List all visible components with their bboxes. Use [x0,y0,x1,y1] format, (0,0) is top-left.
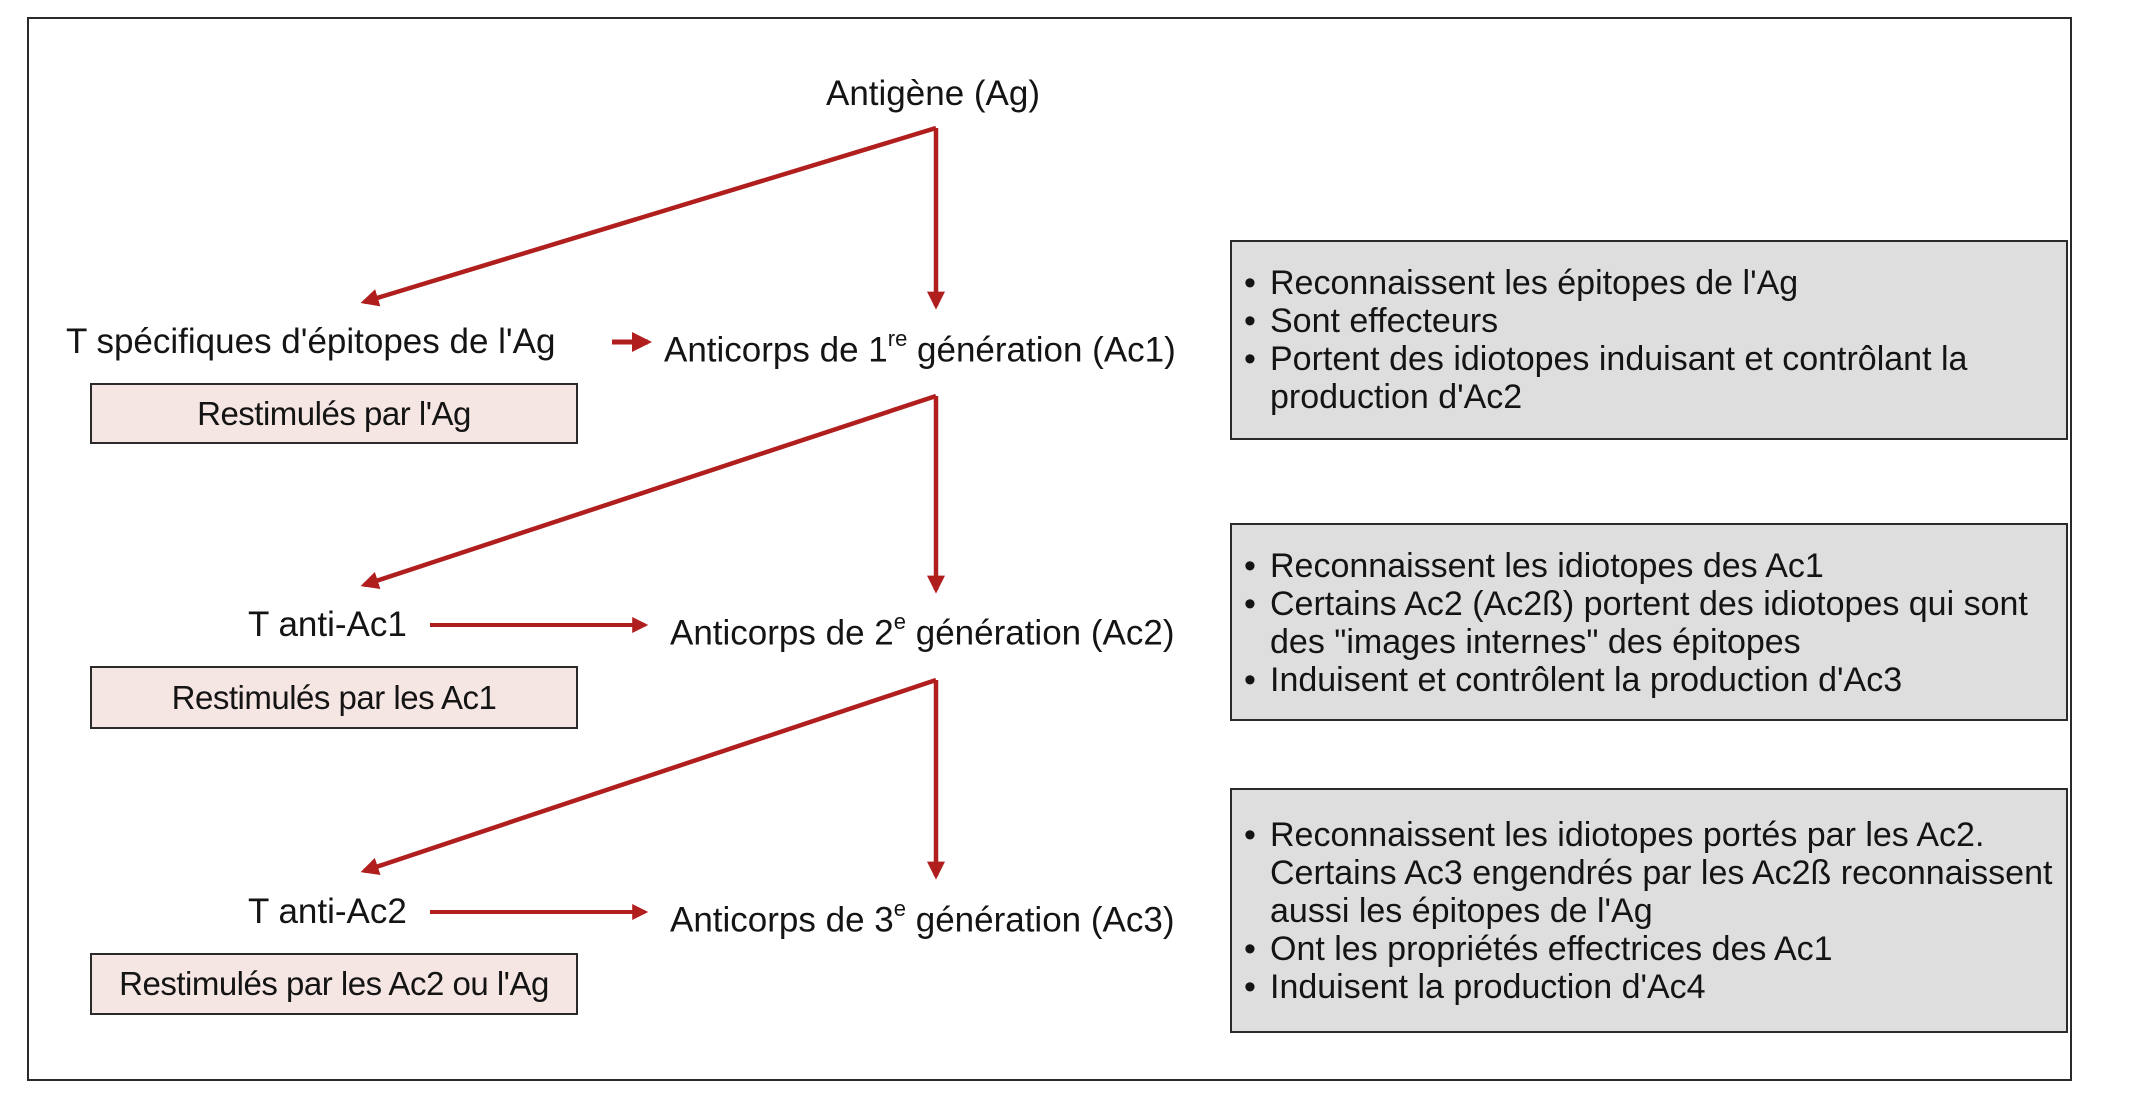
diagram-frame [27,17,2072,1081]
note-item: •Ont les propriétés effectrices des Ac1 [1244,930,1833,968]
arrow-ac2-to-t-anti-ac2 [360,677,937,875]
ac3-label-prefix: Anticorps de 3 [670,900,894,940]
notes-box-ac1: •Reconnaissent les épitopes de l'Ag •Son… [1230,240,2068,440]
antigen-label: Antigène (Ag) [826,74,1041,113]
note-item: •Sont effecteurs [1244,302,1499,340]
notes-box-ac2: •Reconnaissent les idiotopes des Ac1 •Ce… [1230,523,2068,721]
ac3-label: Anticorps de 3e génération (Ac3) [670,892,1174,941]
ac2-label-prefix: Anticorps de 2 [670,613,894,653]
arrow-ag-to-t-specific [360,125,937,307]
restim-box-gen2: Restimulés par les Ac1 [90,666,578,729]
note-item: •Reconnaissent les idiotopes des Ac1 [1244,547,1824,585]
ac3-label-suffix: génération (Ac3) [906,900,1175,940]
note-item: •Induisent la production d'Ac4 [1244,968,1706,1006]
arrow-ac1-to-t-anti-ac1 [360,393,937,590]
t-specific-label: T spécifiques d'épitopes de l'Ag [66,322,556,361]
ac2-label-sup: e [893,609,906,634]
restim-box-gen3: Restimulés par les Ac2 ou l'Ag [90,953,578,1015]
ac2-label-suffix: génération (Ac2) [906,613,1175,653]
note-item: •Reconnaissent les épitopes de l'Ag [1244,264,1799,302]
ac2-label: Anticorps de 2e génération (Ac2) [670,605,1174,654]
ac1-label: Anticorps de 1re génération (Ac1) [664,322,1176,371]
note-item: •Reconnaissent les idiotopes portés par … [1244,816,2053,930]
t-anti-ac2-label: T anti-Ac2 [248,892,407,931]
note-item: •Induisent et contrôlent la production d… [1244,661,1903,699]
t-anti-ac1-label: T anti-Ac1 [248,605,407,644]
ac1-label-prefix: Anticorps de 1 [664,330,888,370]
ac1-label-sup: re [887,326,908,351]
notes-box-ac3: •Reconnaissent les idiotopes portés par … [1230,788,2068,1033]
ac1-label-suffix: génération (Ac1) [907,330,1176,370]
ac3-label-sup: e [893,896,906,921]
restim-box-gen1: Restimulés par l'Ag [90,383,578,444]
note-item: •Portent des idiotopes induisant et cont… [1244,340,1968,416]
note-item: •Certains Ac2 (Ac2ß) portent des idiotop… [1244,585,2028,661]
